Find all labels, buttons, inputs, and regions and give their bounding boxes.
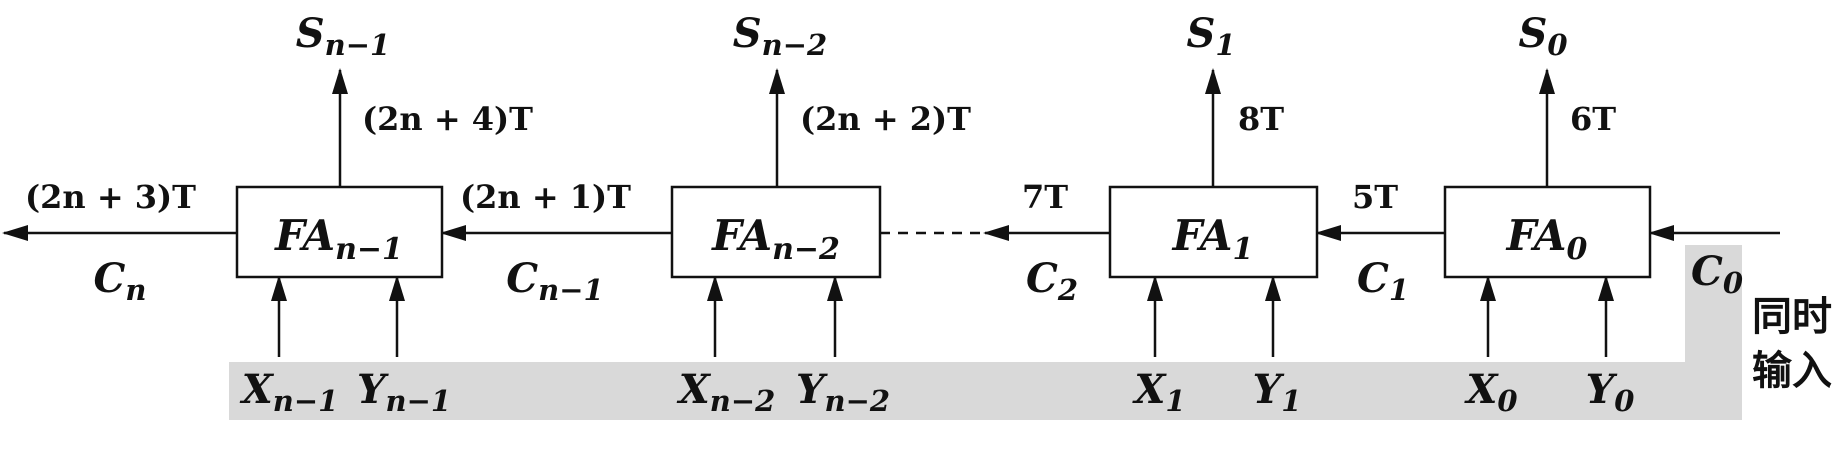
input-label-x-n-2: Xn−2	[676, 366, 776, 418]
carry-delay-c2: 7T	[1022, 178, 1068, 216]
sum-label-1: S1	[1186, 10, 1235, 62]
input-label-y-n-1: Yn−1	[357, 366, 451, 418]
carry-delay-c1: 5T	[1352, 178, 1398, 216]
input-label-x-n-1: Xn−1	[239, 366, 339, 418]
sum-label-n-2: Sn−2	[733, 10, 827, 62]
simultaneous-input-line2: 输入	[1752, 348, 1832, 394]
input-label-x-0: X0	[1463, 366, 1517, 418]
fa-box-n-1	[235, 185, 444, 279]
sum-label-0: S0	[1518, 10, 1567, 62]
sum-label-n-1: Sn−1	[296, 10, 390, 62]
sum-delay-n-2: (2n + 2)T	[800, 100, 971, 138]
simultaneous-input-label: 同时 输入	[1752, 290, 1832, 398]
carry-label-c0: C0	[1691, 248, 1743, 300]
carry-label-cn-1: Cn−1	[506, 255, 603, 307]
carry-label-c1: C1	[1357, 255, 1409, 307]
carry-label-cn: Cn	[94, 255, 147, 307]
fa-box-0	[1443, 185, 1652, 279]
carry-label-c2: C2	[1026, 255, 1078, 307]
fa-label-n-1: FAn−1	[274, 211, 403, 267]
input-label-y-n-2: Yn−2	[796, 366, 890, 418]
fa-label-0: FA0	[1506, 211, 1588, 267]
carry-delay-cn: (2n + 3)T	[25, 178, 196, 216]
input-label-x-1: X1	[1131, 366, 1185, 418]
simultaneous-input-line1: 同时	[1752, 294, 1832, 340]
fa-label-1: FA1	[1172, 211, 1254, 267]
sum-delay-0: 6T	[1570, 100, 1616, 138]
sum-delay-n-1: (2n + 4)T	[362, 100, 533, 138]
fa-label-n-2: FAn−2	[711, 211, 840, 267]
input-label-y-1: Y1	[1253, 366, 1302, 418]
fa-box-n-2	[670, 185, 882, 279]
input-shade-band	[229, 245, 1742, 420]
carry-delay-cn-1: (2n + 1)T	[460, 178, 631, 216]
fa-box-1	[1108, 185, 1319, 279]
sum-delay-1: 8T	[1238, 100, 1284, 138]
input-label-y-0: Y0	[1586, 366, 1635, 418]
